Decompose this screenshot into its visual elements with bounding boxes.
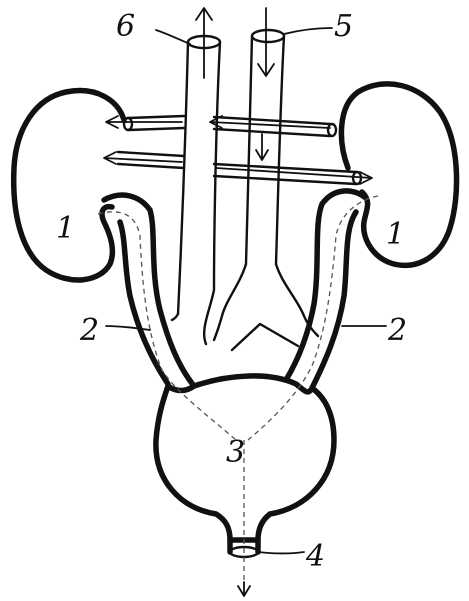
arrow-up-icon (196, 8, 212, 78)
ureter-right (286, 191, 366, 388)
arrow-down-icon (256, 134, 268, 160)
label-ureter-left: 2 (79, 313, 99, 348)
label-bladder: 3 (226, 435, 245, 470)
label-vein: 6 (116, 9, 135, 44)
label-urethra: 4 (305, 539, 325, 574)
label-kidney-left: 1 (56, 211, 75, 246)
renal-vessels (118, 116, 361, 184)
ureter-left (104, 195, 194, 386)
urine-flow-paths (98, 196, 378, 580)
kidney-left (14, 91, 124, 280)
aorta (214, 30, 318, 350)
arrow-down-icon (238, 582, 250, 596)
flow-arrows (104, 8, 372, 596)
label-kidney-right: 1 (386, 217, 405, 252)
label-ureter-right: 2 (387, 313, 407, 348)
label-aorta: 5 (334, 9, 353, 44)
vena-cava (172, 36, 220, 344)
